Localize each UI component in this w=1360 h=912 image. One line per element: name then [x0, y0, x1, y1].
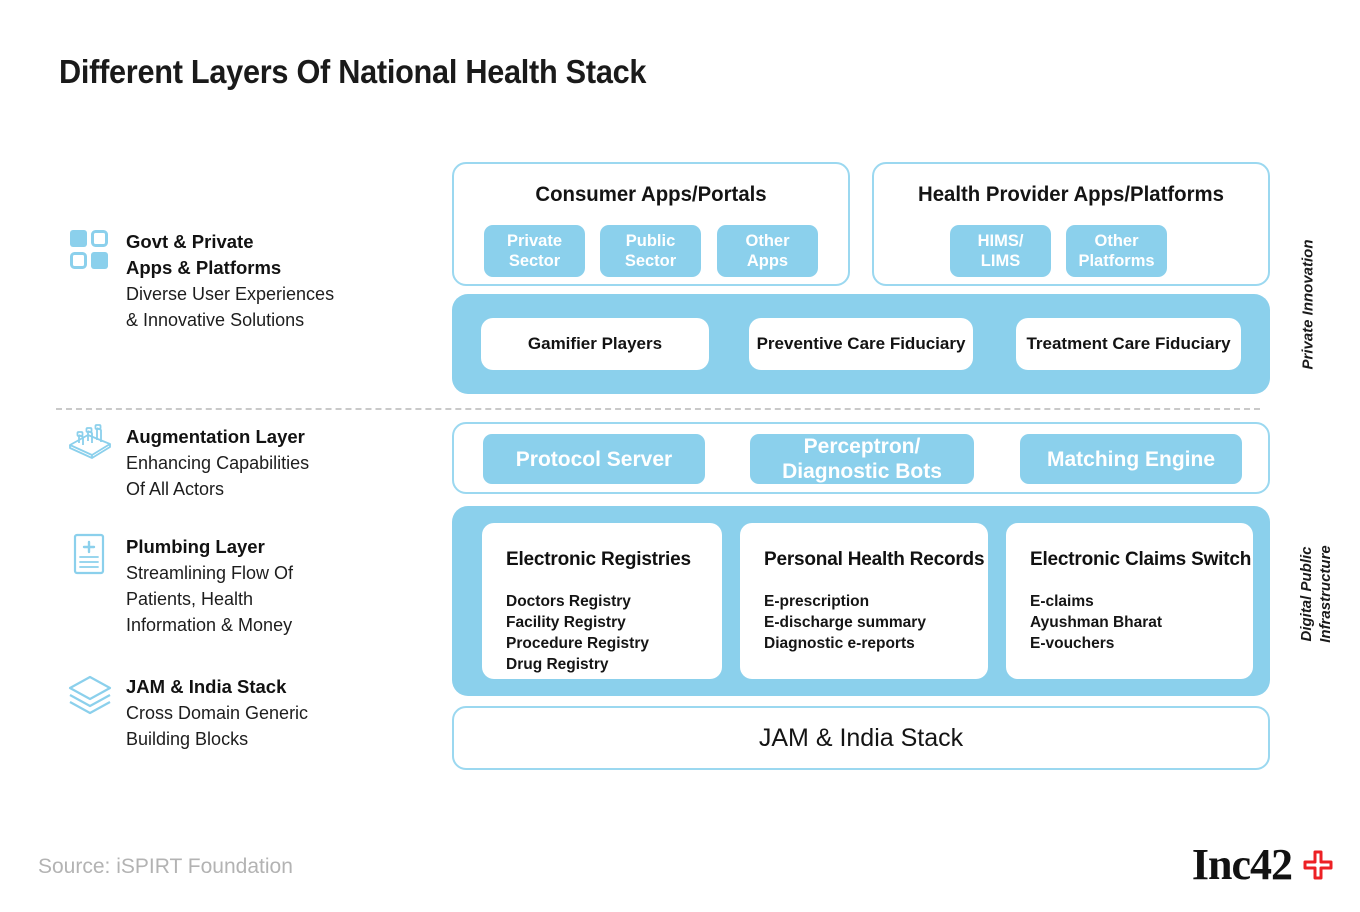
jam-india-stack-bar[interactable]: JAM & India Stack [452, 706, 1270, 770]
chip-perceptron-diagnostic-bots[interactable]: Perceptron/ Diagnostic Bots [750, 434, 974, 484]
column-heading: Electronic Claims Switch [1030, 549, 1252, 570]
legend-subtitle: Diverse User Experiences & Innovative So… [126, 284, 335, 330]
plus-icon [1303, 850, 1333, 880]
column-personal-health-records[interactable]: Personal Health Records E-prescription E… [740, 523, 988, 679]
chip-hims-lims[interactable]: HIMS/ LIMS [950, 225, 1051, 277]
side-label-private-innovation: Private Innovation [1299, 239, 1317, 370]
legend-title: Plumbing Layer [126, 536, 265, 557]
logo-wordmark: Inc42 [1191, 840, 1293, 889]
list-item: Facility Registry [506, 614, 626, 631]
legend-item-apps-platforms: Govt & Private Apps & Platforms Diverse … [68, 228, 334, 333]
column-list: E-claims Ayushman Bharat E-vouchers [1030, 591, 1231, 654]
chip-private-sector[interactable]: Private Sector [484, 225, 585, 277]
list-item: E-discharge summary [764, 614, 926, 631]
legend-subtitle: Streamlining Flow Of Patients, Health In… [126, 563, 294, 635]
card-treatment-care-fiduciary[interactable]: Treatment Care Fiduciary [1016, 318, 1241, 370]
legend-title: JAM & India Stack [126, 676, 287, 697]
consumer-apps-box: Consumer Apps/Portals Private Sector Pub… [452, 162, 850, 286]
legend-title: Govt & Private Apps & Platforms [126, 231, 282, 278]
legend-subtitle: Cross Domain Generic Building Blocks [126, 703, 309, 749]
four-squares-icon [70, 230, 108, 269]
chip-other-platforms[interactable]: Other Platforms [1066, 225, 1167, 277]
legend-title: Augmentation Layer [126, 426, 305, 447]
list-item: Ayushman Bharat [1030, 614, 1163, 631]
column-electronic-registries[interactable]: Electronic Registries Doctors Registry F… [482, 523, 722, 679]
list-item: E-prescription [764, 593, 870, 610]
side-label-digital-public-infrastructure: Digital Public Infrastructure [1298, 545, 1334, 643]
health-provider-apps-box: Health Provider Apps/Platforms HIMS/ LIM… [872, 162, 1270, 286]
chip-other-apps[interactable]: Other Apps [717, 225, 818, 277]
chip-matching-engine[interactable]: Matching Engine [1020, 434, 1242, 484]
list-item: E-vouchers [1030, 635, 1115, 652]
card-preventive-care-fiduciary[interactable]: Preventive Care Fiduciary [749, 318, 973, 370]
page-title: Different Layers Of National Health Stac… [59, 53, 647, 90]
consumer-apps-title: Consumer Apps/Portals [535, 183, 767, 206]
health-provider-apps-title: Health Provider Apps/Platforms [917, 183, 1225, 206]
legend-item-augmentation-layer: Augmentation Layer Enhancing Capabilitie… [68, 423, 309, 502]
legend-item-plumbing-layer: Plumbing Layer Streamlining Flow Of Pati… [68, 533, 293, 638]
card-gamifier-players[interactable]: Gamifier Players [481, 318, 709, 370]
column-list: E-prescription E-discharge summary Diagn… [764, 591, 966, 654]
plumbing-band: Electronic Registries Doctors Registry F… [452, 506, 1270, 696]
column-heading: Electronic Registries [506, 549, 691, 570]
inc42-logo: Inc42 [1192, 843, 1338, 887]
column-list: Doctors Registry Facility Registry Proce… [506, 591, 700, 675]
stacked-layers-icon [68, 675, 112, 715]
column-electronic-claims-switch[interactable]: Electronic Claims Switch E-claims Ayushm… [1006, 523, 1253, 679]
list-item: Diagnostic e-reports [764, 635, 915, 652]
list-item: Drug Registry [506, 656, 609, 673]
augmentation-layer-box: Protocol Server Perceptron/ Diagnostic B… [452, 422, 1270, 494]
isometric-bar-chart-icon [69, 424, 111, 459]
column-heading: Personal Health Records [764, 549, 985, 570]
legend-item-jam-india-stack: JAM & India Stack Cross Domain Generic B… [68, 673, 308, 752]
layer-divider [56, 408, 1260, 410]
chip-public-sector[interactable]: Public Sector [600, 225, 701, 277]
legend-subtitle: Enhancing Capabilities Of All Actors [126, 453, 310, 499]
list-item: Procedure Registry [506, 635, 649, 652]
chip-protocol-server[interactable]: Protocol Server [483, 434, 705, 484]
fiduciary-band: Gamifier Players Preventive Care Fiducia… [452, 294, 1270, 394]
medical-document-icon [73, 533, 105, 575]
list-item: E-claims [1030, 593, 1094, 610]
source-note: Source: iSPIRT Foundation [38, 855, 293, 878]
list-item: Doctors Registry [506, 593, 631, 610]
